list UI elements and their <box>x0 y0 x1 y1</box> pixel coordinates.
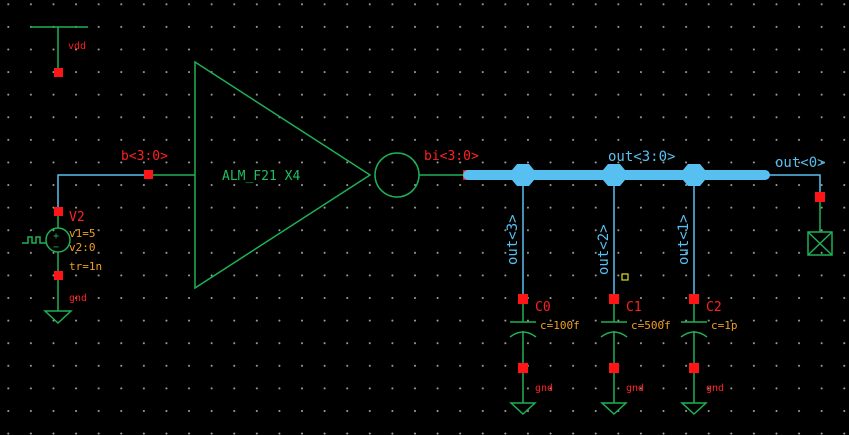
input-pin[interactable] <box>144 170 153 179</box>
source-param: v1=5 <box>69 227 96 240</box>
gnd-pin[interactable] <box>689 363 699 373</box>
gnd-label: gnd <box>69 293 87 304</box>
buffer-symbol[interactable]: ALM_F21 X4 <box>148 60 468 290</box>
capacitor-branch[interactable]: out<3> C0 c=100f gnd <box>505 164 580 416</box>
gnd-label: gnd <box>535 383 553 394</box>
source-name: V2 <box>69 210 85 225</box>
bus-junction <box>603 164 625 186</box>
cap-name: C0 <box>535 300 551 315</box>
pulse-source[interactable]: + − V2 v1=5 v2:0 tr=1n gnd <box>22 207 102 325</box>
branch-net-label: out<2> <box>596 224 612 275</box>
bus-junction <box>512 164 534 186</box>
cap-pin[interactable] <box>518 294 528 304</box>
out0-label: out<0> <box>775 155 826 171</box>
input-wire[interactable] <box>57 174 148 210</box>
gnd-label: gnd <box>626 383 644 394</box>
internal-net-label: bi<3:0> <box>424 149 479 164</box>
gnd-label: gnd <box>706 383 724 394</box>
bus-junction <box>683 164 705 186</box>
selection-marker <box>621 273 629 281</box>
vdd-pin[interactable] <box>54 68 63 77</box>
capacitor-branch[interactable]: out<1> C2 c=1p gnd <box>676 164 738 416</box>
bus-label: out<3:0> <box>608 149 675 165</box>
cap-name: C1 <box>626 300 642 315</box>
gnd-pin[interactable] <box>609 363 619 373</box>
cap-value: c=500f <box>631 319 671 332</box>
svg-text:−: − <box>53 242 59 253</box>
source-param: tr=1n <box>69 260 102 273</box>
branch-net-label: out<3> <box>505 214 521 265</box>
ground-icon <box>600 402 628 416</box>
cap-pin[interactable] <box>609 294 619 304</box>
input-net-label: b<3:0> <box>121 149 168 164</box>
gnd-pin[interactable] <box>518 363 528 373</box>
vdd-label: vdd <box>68 41 86 52</box>
ground-icon <box>680 402 708 416</box>
cap-value: c=100f <box>540 319 580 332</box>
svg-text:+: + <box>53 231 59 242</box>
buffer-label: ALM_F21 X4 <box>222 169 300 184</box>
output-pin[interactable] <box>807 192 833 256</box>
source-param: v2:0 <box>69 241 96 254</box>
vdd-symbol[interactable]: vdd <box>30 26 88 77</box>
branch-net-label: out<1> <box>676 214 692 265</box>
ground-icon <box>509 402 537 416</box>
cap-name: C2 <box>706 300 722 315</box>
cap-pin[interactable] <box>689 294 699 304</box>
out0-wire[interactable] <box>765 174 821 193</box>
capacitor-branch[interactable]: out<2> C1 c=500f gnd <box>596 164 671 416</box>
cap-value: c=1p <box>711 319 738 332</box>
